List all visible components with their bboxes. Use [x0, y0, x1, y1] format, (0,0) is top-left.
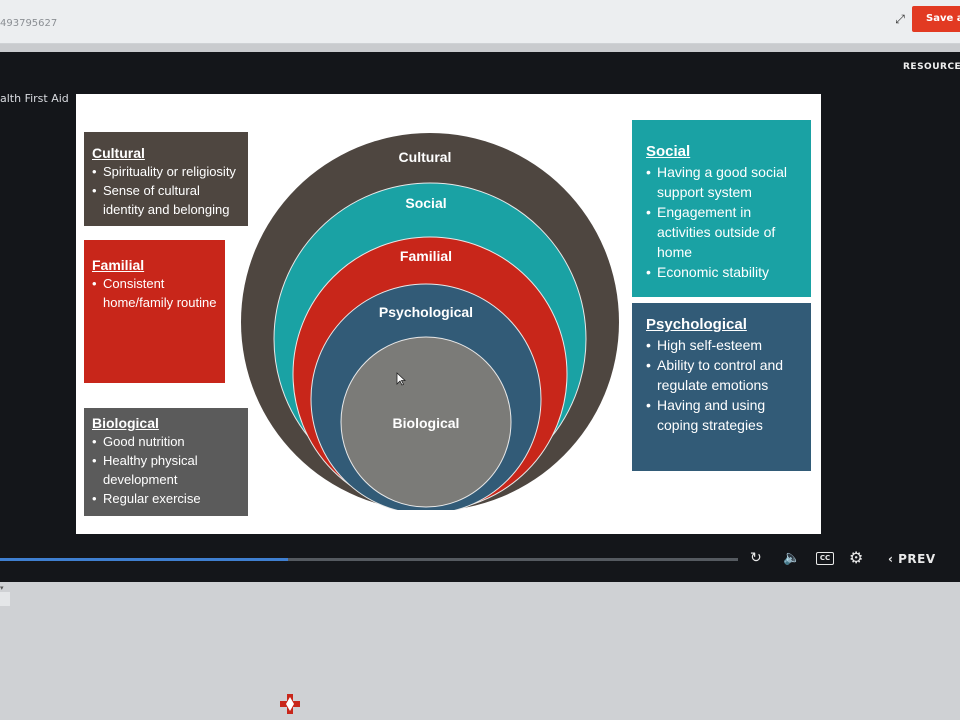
- browser-toolbar: 493795627 ⤢ Save ar: [0, 0, 960, 44]
- ring-label-cultural: Cultural: [399, 149, 452, 165]
- mouse-cursor-icon: [396, 372, 406, 386]
- psychological-heading: Psychological: [646, 316, 747, 333]
- social-factors-box: Social Having a good social support syst…: [632, 120, 811, 297]
- save-button[interactable]: Save ar: [912, 6, 960, 32]
- cultural-heading: Cultural: [92, 145, 145, 161]
- expand-icon[interactable]: ⤢: [895, 12, 905, 26]
- ring-biological: [340, 336, 512, 508]
- page-footer-area: ▾: [0, 582, 960, 720]
- ring-label-biological: Biological: [393, 415, 460, 431]
- list-item: Ability to control and regulate emotions: [646, 355, 801, 395]
- list-item: Healthy physical development: [92, 451, 240, 489]
- progress-bar[interactable]: [0, 558, 738, 561]
- biological-heading: Biological: [92, 415, 159, 431]
- ring-label-psychological: Psychological: [379, 304, 473, 320]
- course-title: alth First Aid: [0, 92, 69, 105]
- list-item: Economic stability: [646, 262, 801, 282]
- slide-content: Cultural Spirituality or religiosity Sen…: [76, 94, 821, 534]
- side-panel-tab[interactable]: [0, 592, 10, 606]
- volume-icon[interactable]: 🔈: [783, 550, 801, 566]
- prev-button[interactable]: ‹ PREV: [888, 552, 936, 566]
- list-item: Spirituality or religiosity: [92, 162, 240, 181]
- cultural-factors-box: Cultural Spirituality or religiosity Sen…: [84, 132, 248, 226]
- document-id: 493795627: [0, 18, 58, 29]
- resources-link[interactable]: RESOURCE: [903, 62, 960, 72]
- list-item: Consistent home/family routine: [92, 274, 217, 312]
- organization-logo: [280, 694, 300, 714]
- biological-factors-box: Biological Good nutrition Healthy physic…: [84, 408, 248, 516]
- list-item: Having and using coping strategies: [646, 395, 801, 435]
- list-item: High self-esteem: [646, 335, 801, 355]
- ring-label-social: Social: [405, 195, 446, 211]
- list-item: Good nutrition: [92, 432, 240, 451]
- social-heading: Social: [646, 143, 691, 160]
- list-item: Having a good social support system: [646, 162, 801, 202]
- nested-circles-diagram: Cultural Social Familial Psychological B…: [241, 133, 619, 510]
- psychological-factors-box: Psychological High self-esteem Ability t…: [632, 303, 811, 471]
- closed-captions-button[interactable]: CC: [816, 552, 834, 565]
- chevron-down-icon[interactable]: ▾: [0, 584, 4, 592]
- familial-factors-box: Familial Consistent home/family routine: [84, 240, 225, 383]
- progress-fill: [0, 558, 288, 561]
- familial-heading: Familial: [92, 257, 145, 273]
- list-item: Sense of cultural identity and belonging: [92, 181, 240, 219]
- gear-icon[interactable]: ⚙: [849, 548, 864, 567]
- list-item: Engagement in activities outside of home: [646, 202, 801, 262]
- ring-label-familial: Familial: [400, 248, 452, 264]
- replay-icon[interactable]: ↻: [750, 550, 762, 566]
- player-controls: ↻ 🔈 CC ⚙ ‹ PREV: [0, 540, 960, 582]
- list-item: Regular exercise: [92, 489, 240, 508]
- chevron-left-icon: ‹: [888, 552, 894, 566]
- prev-label: PREV: [898, 552, 936, 566]
